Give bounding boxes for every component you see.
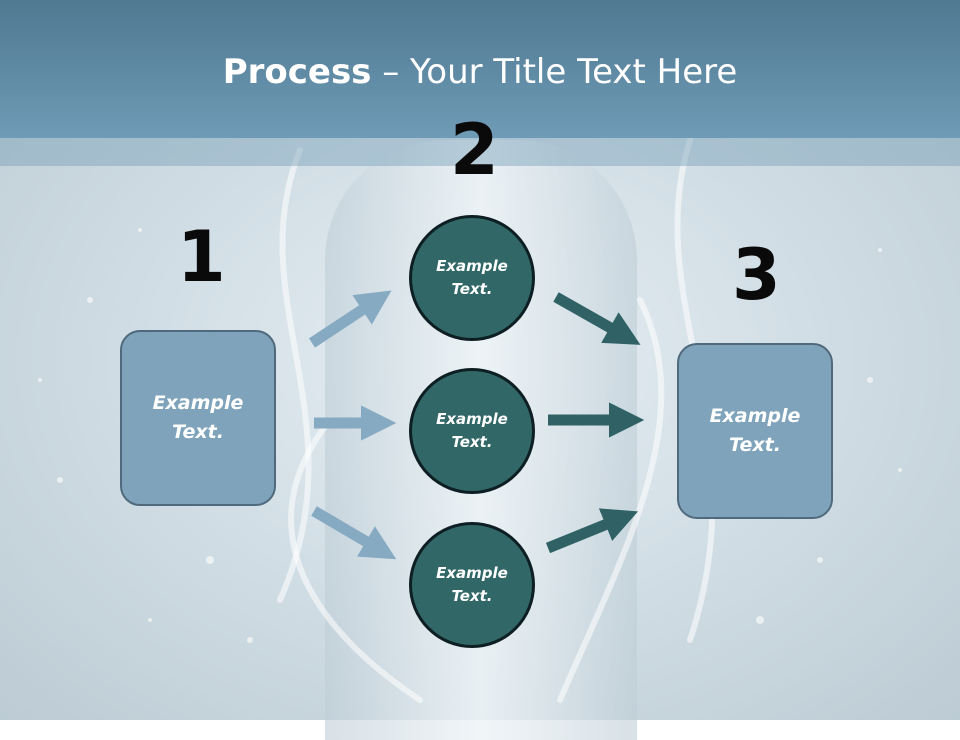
arrow-left-to-bottom <box>311 506 397 560</box>
title-rest: – Your Title Text Here <box>371 52 738 92</box>
circle-bottom-label: Example Text. <box>436 564 508 605</box>
title-band <box>0 0 960 138</box>
circle-top-label: Example Text. <box>436 257 508 298</box>
right-box-label: Example Text. <box>709 405 801 456</box>
step-number-3: 3 <box>732 234 781 316</box>
circle-node-middle: Example Text. <box>409 368 535 494</box>
step-number-1: 1 <box>177 216 226 298</box>
circle-node-bottom: Example Text. <box>409 522 535 648</box>
arrow-bottom-to-right <box>545 508 639 554</box>
step-number-2: 2 <box>450 109 499 191</box>
circle-mid-label: Example Text. <box>436 410 508 451</box>
slide-title: Process – Your Title Text Here <box>0 52 960 92</box>
right-text-box: Example Text. <box>677 343 833 519</box>
title-strip <box>0 138 960 166</box>
water-splash-image <box>0 0 960 720</box>
left-text-box: Example Text. <box>120 330 276 506</box>
flow-arrows <box>308 290 645 560</box>
arrow-left-to-top <box>308 290 392 348</box>
arrow-top-to-right <box>553 292 641 345</box>
title-bold: Process <box>222 52 372 92</box>
circle-node-top: Example Text. <box>409 215 535 341</box>
left-box-label: Example Text. <box>152 392 244 443</box>
